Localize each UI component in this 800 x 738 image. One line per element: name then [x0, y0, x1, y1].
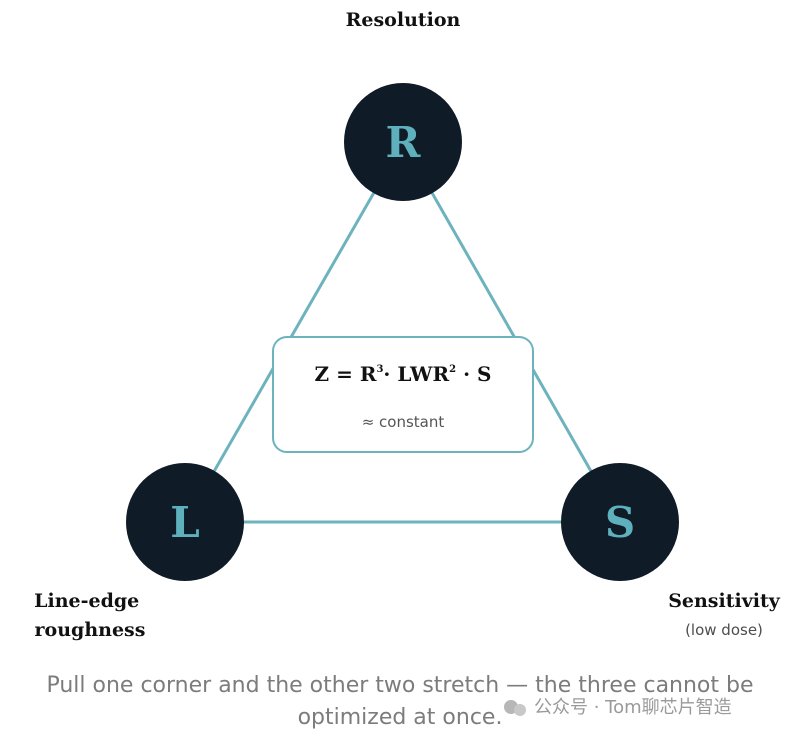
label-line-edge-roughness-line-2: roughness: [35, 619, 146, 641]
edge-top-left: [183, 141, 405, 523]
formula-box: [272, 336, 534, 453]
watermark-text: 公众号 · Tom聊芯片智造: [534, 697, 732, 718]
label-sensitivity: Sensitivity: [668, 590, 781, 612]
formula-text: Z = R3· LWR2 · S: [315, 362, 492, 386]
node-sensitivity-letter: S: [605, 498, 635, 547]
node-line-edge-roughness: [126, 463, 244, 581]
watermark: 公众号 · Tom聊芯片智造: [504, 697, 732, 718]
caption-line-2: optimized at once.: [298, 705, 503, 730]
node-resolution-letter: R: [386, 118, 422, 167]
formula-note: ≈ constant: [362, 413, 445, 431]
node-sensitivity: [561, 463, 679, 581]
edge-top-right: [401, 141, 622, 523]
formula-exp-1: 3: [376, 364, 383, 375]
node-line-edge-roughness-letter: L: [170, 498, 200, 547]
formula-exp-2: 2: [449, 364, 456, 375]
label-sensitivity-sub: (low dose): [685, 621, 763, 639]
label-line-edge-roughness-line-1: Line-edge: [34, 590, 139, 612]
caption-line-1: Pull one corner and the other two stretc…: [46, 673, 753, 698]
label-resolution: Resolution: [346, 9, 461, 31]
formula-prefix: Z = R: [315, 362, 377, 386]
node-resolution: [344, 83, 462, 201]
wechat-icon-secondary: [514, 704, 526, 716]
formula-suffix: · S: [456, 362, 491, 386]
label-line-edge-roughness: Line-edge roughness: [34, 590, 146, 641]
formula-mid: · LWR: [383, 362, 449, 386]
